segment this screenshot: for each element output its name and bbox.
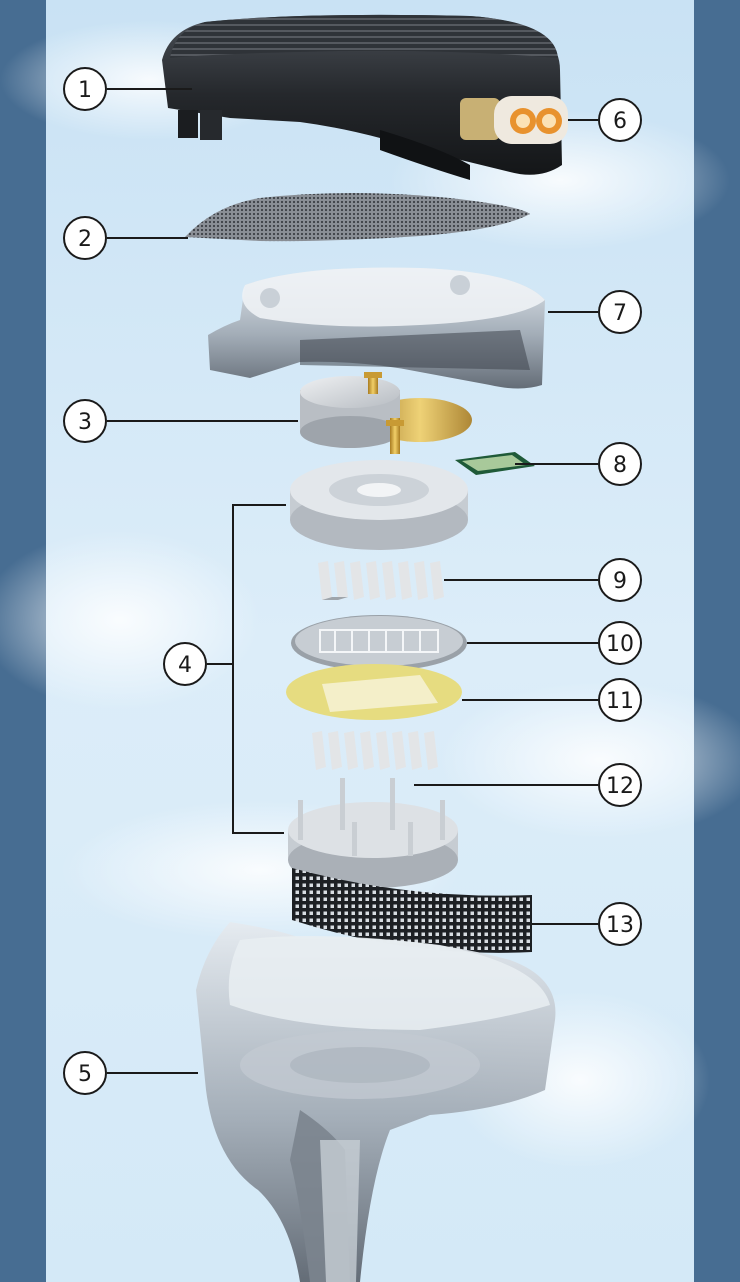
leader-lines <box>107 88 598 1074</box>
callout-3-label: 3 <box>78 410 92 435</box>
callout-10-label: 10 <box>606 632 634 657</box>
callout-11: 11 <box>598 678 642 722</box>
callout-3: 3 <box>63 399 107 443</box>
callout-6: 6 <box>598 98 642 142</box>
callout-8-label: 8 <box>613 453 627 478</box>
callout-1: 1 <box>63 67 107 111</box>
callout-1-label: 1 <box>78 78 92 103</box>
callout-9-label: 9 <box>613 569 627 594</box>
callout-11-label: 11 <box>606 689 634 714</box>
callout-5: 5 <box>63 1051 107 1095</box>
callout-2-label: 2 <box>78 227 92 252</box>
mesh-filter-icon <box>185 193 530 242</box>
circuit-board-icon <box>455 452 535 475</box>
dynamic-driver-icon <box>300 372 472 454</box>
callout-7: 7 <box>598 290 642 334</box>
callout-12-label: 12 <box>606 774 634 799</box>
clear-cavity-icon <box>208 267 545 389</box>
callout-5-label: 5 <box>78 1062 92 1087</box>
callout-8: 8 <box>598 442 642 486</box>
magnet-array-icon <box>318 561 444 600</box>
callout-9: 9 <box>598 558 642 602</box>
planar-driver-icon <box>286 460 468 888</box>
clear-shell-icon <box>196 922 556 1282</box>
callout-2: 2 <box>63 216 107 260</box>
callout-13: 13 <box>598 902 642 946</box>
callout-7-label: 7 <box>613 301 627 326</box>
callout-12: 12 <box>598 763 642 807</box>
callout-10: 10 <box>598 621 642 665</box>
gasket-ring-icon <box>286 664 462 720</box>
callout-6-label: 6 <box>613 109 627 134</box>
damping-mesh-icon <box>292 868 532 953</box>
callout-13-label: 13 <box>606 913 634 938</box>
two-pin-connector-icon <box>460 96 568 144</box>
diaphragm-icon <box>291 615 467 671</box>
callout-4-label: 4 <box>178 653 192 678</box>
magnet-array-icon <box>312 731 438 770</box>
callout-4: 4 <box>163 642 207 686</box>
driver-base-icon <box>288 778 458 888</box>
